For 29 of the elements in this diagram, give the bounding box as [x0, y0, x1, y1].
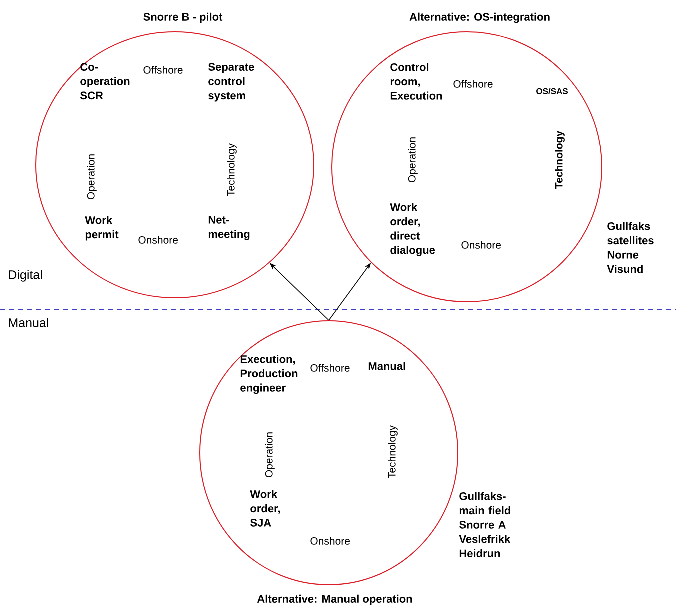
axis-label: Technology	[388, 425, 398, 478]
axis-label: Operation	[87, 154, 97, 200]
location-label: Onshore	[138, 236, 178, 244]
quadrant-label: Manual	[368, 362, 406, 370]
quadrant-label: Work permit	[85, 216, 119, 241]
circle-heading: Snorre B - pilot	[144, 12, 223, 24]
quadrant-label: Work order, direct dialogue	[390, 203, 436, 256]
location-label: Onshore	[462, 241, 501, 249]
axis-label: Operation	[265, 432, 275, 478]
location-label: Onshore	[310, 537, 350, 545]
location-label: Offshore	[310, 364, 350, 372]
circle-heading: Alternative: OS-integration	[410, 12, 550, 24]
zone-label: Manual	[9, 318, 48, 328]
quadrant-label: Separate control system	[208, 63, 254, 102]
axis-label: Technology	[555, 131, 565, 189]
quadrant-label: Control room, Execution	[390, 63, 442, 100]
quadrant-label: Net-meeting	[208, 216, 250, 240]
location-label: Offshore	[144, 66, 183, 74]
axis-label: Operation	[408, 138, 418, 183]
quadrant-label: Execution, Production engineer	[240, 355, 298, 394]
quadrant-label: Co-operation SCR	[80, 63, 130, 100]
quadrant-label: Work order, SJA	[250, 490, 280, 527]
field-list: Gullfaks satellites Norne Visund	[607, 222, 654, 274]
zone-label: Digital	[9, 270, 42, 282]
field-list: Gullfaks-main field Snorre A Veslefrikk Heidrun	[459, 492, 511, 558]
quadrant-label: OS/SAS	[536, 88, 568, 95]
location-label: Offshore	[454, 80, 493, 88]
circle-heading: Alternative: Manual operation	[257, 594, 412, 606]
axis-label: Technology	[227, 143, 237, 196]
